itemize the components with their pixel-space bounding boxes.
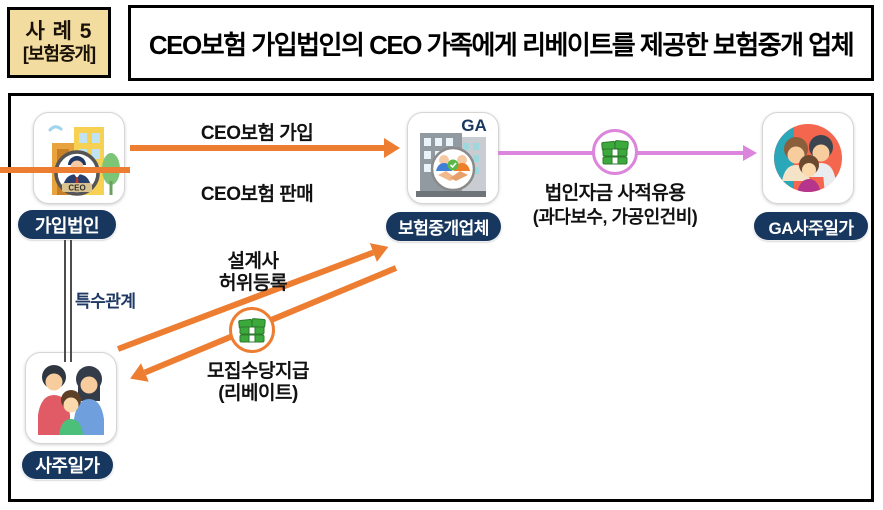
money-circle-pink xyxy=(592,129,638,175)
label-false-registration-1: 설계사 xyxy=(227,251,279,272)
label-sell: CEO보험 판매 xyxy=(200,184,314,205)
ga-building-handshake-icon: GA xyxy=(407,112,499,204)
ga-building-text: GA xyxy=(461,116,487,135)
special-relation-label: 특수관계 xyxy=(75,292,136,311)
ga-family-graphic xyxy=(774,124,842,192)
badge-ga-family: GA사주일가 xyxy=(754,212,868,240)
family-graphic xyxy=(38,365,104,435)
ga-building-graphic: GA xyxy=(416,116,487,197)
ga-family-circle-icon xyxy=(762,112,854,204)
family-icon xyxy=(25,352,117,444)
case-number-box: 사 례 5 [보험중개] xyxy=(7,7,111,78)
page-title: CEO보험 가입법인의 CEO 가족에게 리베이트를 제공한 보험중개 업체 xyxy=(148,29,855,60)
badge-subscriber: 가입법인 xyxy=(18,210,116,239)
label-enroll: CEO보험 가입 xyxy=(200,123,314,144)
label-commission-2: (리베이트) xyxy=(218,383,298,404)
special-relation-line xyxy=(64,240,72,362)
company-building-ceo-icon: CEO xyxy=(33,112,125,204)
label-commission-1: 모집수당지급 xyxy=(207,361,309,382)
cloud-icon xyxy=(48,125,63,132)
case-number: 사 례 5 xyxy=(25,20,93,44)
ceo-emblem-text: CEO xyxy=(68,184,85,193)
arrow-sell xyxy=(0,167,130,173)
money-circle-orange xyxy=(229,307,275,353)
label-false-registration-2: 허위등록 xyxy=(219,273,287,294)
company-building-graphic: CEO xyxy=(48,125,120,196)
money-stack-icon xyxy=(238,318,266,343)
money-stack-icon xyxy=(601,140,629,165)
arrow-enroll xyxy=(130,145,384,151)
label-misuse-1: 법인자금 사적유용 xyxy=(544,183,686,204)
badge-family: 사주일가 xyxy=(22,451,113,479)
label-misuse-2: (과다보수, 가공인건비) xyxy=(532,207,698,227)
badge-broker: 보험중개업체 xyxy=(386,212,501,241)
check-icon xyxy=(447,159,459,171)
case-category: [보험중개] xyxy=(22,44,96,65)
title-box: CEO보험 가입법인의 CEO 가족에게 리베이트를 제공한 보험중개 업체 xyxy=(128,5,874,81)
